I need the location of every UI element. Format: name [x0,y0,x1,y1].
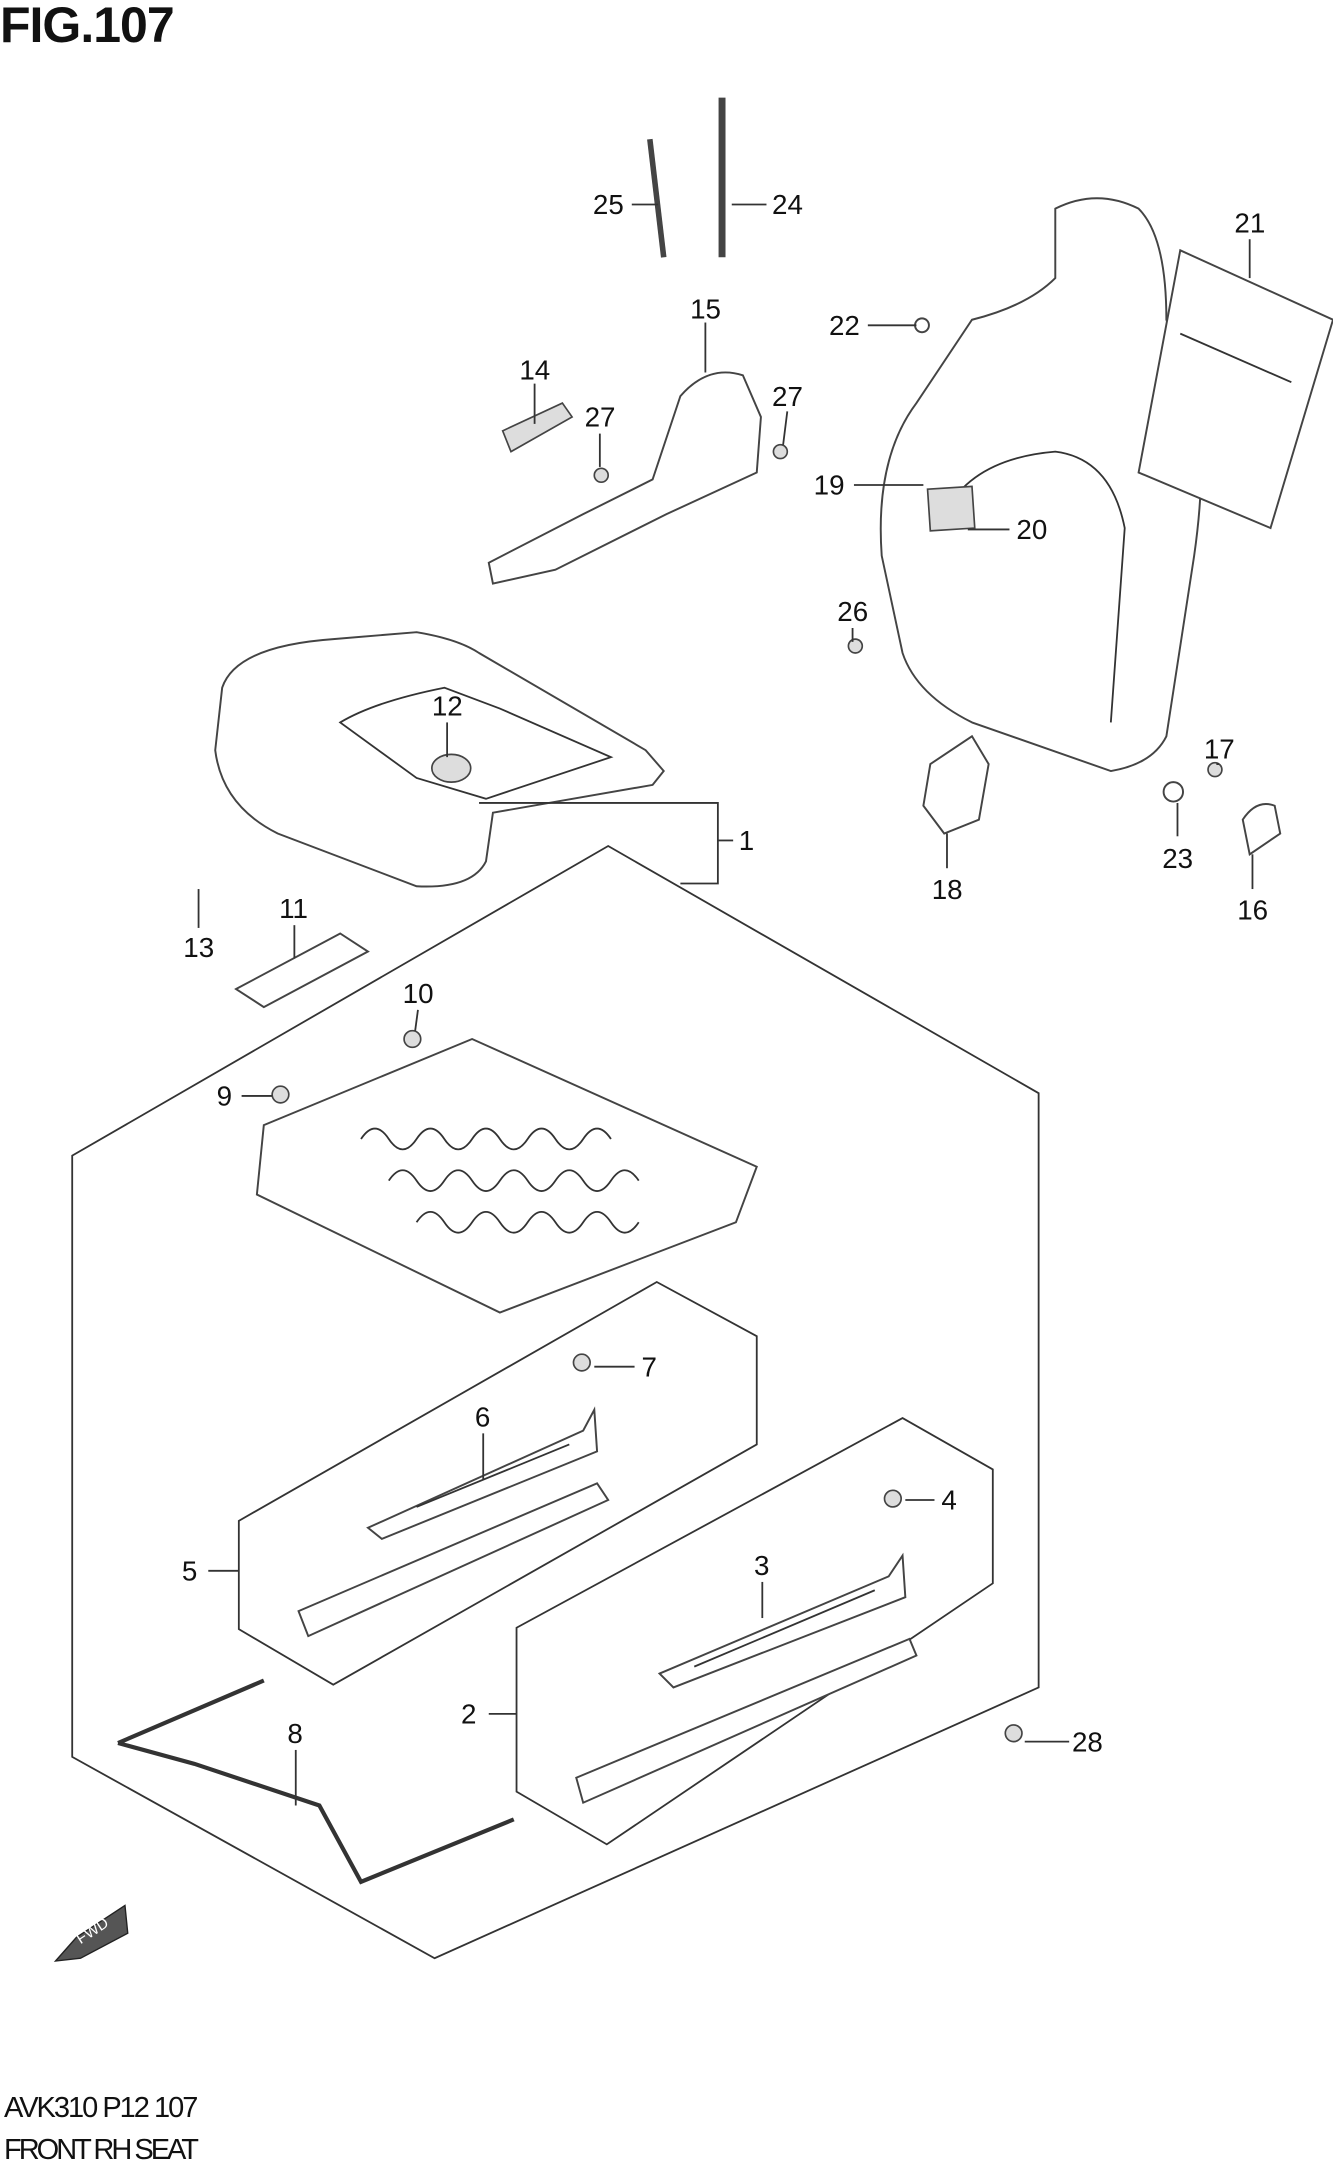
callout-28: 28 [1072,1726,1103,1757]
callout-14: 14 [519,354,550,385]
seat-cushion [214,631,665,888]
callout-10: 10 [403,978,434,1009]
callout-7: 7 [642,1351,657,1382]
callout-2: 2 [461,1699,476,1730]
callout-24: 24 [772,189,803,220]
callout-labels: 1 2 3 4 5 6 7 8 9 10 11 12 13 14 15 16 1… [182,189,1268,1757]
bracket-18 [922,734,990,835]
reclining-cover [487,371,762,585]
callout-13: 13 [183,932,214,963]
main-group-outline [71,844,1040,1960]
cap-16 [1241,803,1282,856]
callout-25: 25 [593,189,624,220]
figure-code: AVK310 P12 107 [4,2092,198,2124]
seat-back [879,197,1203,773]
callout-26: 26 [837,596,868,627]
seat-frame [255,1037,758,1314]
callout-4: 4 [941,1485,956,1516]
forward-arrow-icon: FWD [53,1904,129,1962]
callout-8: 8 [287,1718,302,1749]
lever-knob [501,402,574,453]
callout-16: 16 [1237,895,1268,926]
group-box-2 [515,1417,994,1846]
clip-22 [914,317,930,334]
callout-23: 23 [1162,843,1193,874]
callout-12: 12 [432,690,463,721]
leader-lines [197,203,1254,1806]
callout-1: 1 [739,825,754,856]
seat-rail-2 [575,1552,918,1805]
callout-9: 9 [217,1081,232,1112]
callout-18: 18 [932,874,963,905]
callout-22: 22 [829,310,860,341]
callout-15: 15 [690,293,721,324]
wire-8 [117,1678,515,1885]
callout-6: 6 [475,1401,490,1432]
callout-11: 11 [279,893,308,924]
figure-caption: FRONT RH SEAT [4,2134,199,2166]
fasteners [271,443,1223,1743]
back-panel [1137,248,1333,530]
label-11 [234,932,370,1009]
callout-27a: 27 [585,402,616,433]
callout-17: 17 [1204,734,1235,765]
callout-27b: 27 [772,381,803,412]
callout-19: 19 [814,470,845,501]
callout-21: 21 [1234,207,1265,238]
figure-title: FIG.107 [0,0,175,53]
callout-5: 5 [182,1556,197,1587]
seat-rail-5 [297,1406,610,1638]
callout-3: 3 [754,1550,769,1581]
callout-20: 20 [1016,514,1047,545]
